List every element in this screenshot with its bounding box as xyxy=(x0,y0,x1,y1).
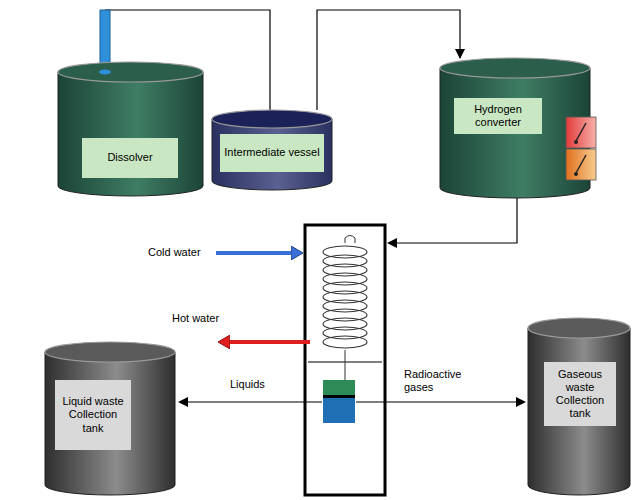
pipe-mouth xyxy=(99,70,111,75)
hot-water-arrow xyxy=(224,340,310,344)
vessel-body xyxy=(212,119,332,190)
probe-tip xyxy=(574,172,578,176)
intermediate-vessel: Intermediate vessel xyxy=(212,110,332,190)
pipe-connector xyxy=(317,10,460,110)
separator-line xyxy=(323,395,355,398)
vessel-body xyxy=(58,72,203,196)
separator-gas-part xyxy=(323,380,355,395)
vessel-label-box: Hydrogen converter xyxy=(454,98,542,134)
probe-tip xyxy=(574,140,578,144)
condenser-housing xyxy=(305,225,385,495)
vessel-label-box: Intermediate vessel xyxy=(220,134,324,172)
liquid-waste-tank: Liquid waste Collection tank xyxy=(45,342,175,495)
liquids-arrow xyxy=(180,401,322,402)
coil-outlet xyxy=(345,350,346,380)
vessel-top xyxy=(58,62,203,82)
separator-liquid-part xyxy=(323,398,355,423)
vessel-name: Liquid waste Collection tank xyxy=(59,395,127,435)
vessel-name: Hydrogen converter xyxy=(458,103,538,129)
feed-line xyxy=(389,198,517,243)
vessel-label-box: Liquid waste Collection tank xyxy=(55,380,131,450)
heater-panel xyxy=(566,117,596,148)
vessel-name: Dissolver xyxy=(107,151,152,164)
cold-water-label: Cold water xyxy=(148,246,212,259)
vessel-body xyxy=(45,352,175,495)
probe-symbol xyxy=(576,155,586,173)
liquids-label: Liquids xyxy=(230,378,280,391)
vessel-label-box: Gaseous waste Collection tank xyxy=(544,362,616,426)
radioactive-gases-label: Radioactive gases xyxy=(404,368,478,394)
dissolver-tank: Dissolver xyxy=(58,10,203,196)
hot-water-label: Hot water xyxy=(172,312,232,325)
gases-arrow xyxy=(356,401,524,402)
vessel-top xyxy=(212,110,332,128)
cold-water-arrow xyxy=(216,251,297,255)
cooling-coil xyxy=(323,246,367,348)
heater-panel xyxy=(566,149,596,180)
hydrogen-converter: Hydrogen converter xyxy=(440,58,598,198)
gaseous-waste-tank: Gaseous waste Collection tank xyxy=(528,318,630,495)
vessel-body xyxy=(528,328,630,495)
probe-symbol xyxy=(576,123,586,141)
vessel-top xyxy=(440,58,590,78)
coil-inlet xyxy=(345,236,355,244)
vessel-name: Intermediate vessel xyxy=(224,146,319,159)
vessel-name: Gaseous waste Collection tank xyxy=(548,368,612,421)
vessel-top xyxy=(528,318,630,338)
vessel-label-box: Dissolver xyxy=(82,138,178,178)
vessel-top xyxy=(45,342,175,362)
